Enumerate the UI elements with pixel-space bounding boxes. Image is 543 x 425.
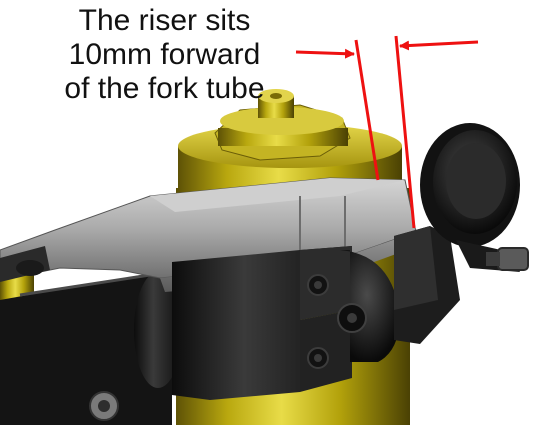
arrow-right-icon bbox=[295, 48, 355, 59]
riser-reference-line bbox=[354, 39, 380, 181]
caption-line-2: 10mm forward bbox=[68, 38, 261, 71]
handlebar-tube bbox=[0, 272, 182, 425]
arrow-left-icon bbox=[399, 40, 479, 51]
caption-line-3: of the fork tube bbox=[64, 72, 265, 105]
riser-clamp-body bbox=[172, 226, 460, 400]
caption-line-1: The riser sits bbox=[78, 4, 251, 37]
bar-clamp-cap bbox=[420, 123, 529, 272]
fork-tube-reference-line bbox=[394, 35, 416, 229]
offset-dimension bbox=[295, 35, 479, 229]
